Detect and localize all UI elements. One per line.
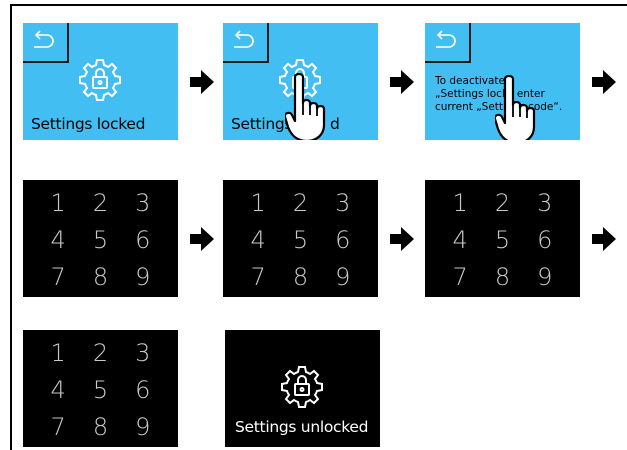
- key-1[interactable]: 1: [452, 188, 468, 217]
- screen-deactivate-instructions: To deactivate „Settings lock“ enter curr…: [425, 23, 580, 140]
- key-5[interactable]: 5: [92, 225, 109, 254]
- right-arrow-icon: [190, 70, 214, 94]
- keypad-screen-1: 1 2 3 4 5 6 7 8 9: [23, 180, 178, 297]
- pointing-hand-icon: [285, 73, 326, 140]
- key-8[interactable]: 8: [292, 262, 309, 291]
- keypad-screen-2: 1 2 3 4 5 6 7 8 9: [223, 180, 378, 297]
- key-4[interactable]: 4: [250, 225, 266, 254]
- key-6[interactable]: 6: [135, 375, 151, 404]
- key-6[interactable]: 6: [335, 225, 351, 254]
- gear-lock-icon: [281, 366, 323, 408]
- key-2[interactable]: 2: [292, 188, 309, 217]
- key-4[interactable]: 4: [50, 225, 66, 254]
- key-5[interactable]: 5: [494, 225, 511, 254]
- settings-label-left: Settings: [231, 115, 293, 133]
- key-3[interactable]: 3: [135, 188, 151, 217]
- settings-locked-label: Settings locked: [31, 115, 146, 133]
- key-1[interactable]: 1: [50, 338, 66, 367]
- key-3[interactable]: 3: [335, 188, 351, 217]
- back-arrow-icon: [234, 30, 254, 48]
- key-9[interactable]: 9: [335, 262, 351, 291]
- frame-top-line: [10, 4, 627, 6]
- key-5[interactable]: 5: [92, 375, 109, 404]
- settings-unlocked-label: Settings unlocked: [235, 418, 369, 436]
- key-9[interactable]: 9: [135, 412, 151, 441]
- back-button[interactable]: [223, 23, 269, 63]
- key-6[interactable]: 6: [537, 225, 553, 254]
- gear-lock-icon: [79, 59, 121, 101]
- key-3[interactable]: 3: [537, 188, 553, 217]
- key-7[interactable]: 7: [50, 412, 66, 441]
- keypad-screen-3: 1 2 3 4 5 6 7 8 9: [425, 180, 580, 297]
- back-button[interactable]: [23, 23, 69, 63]
- key-8[interactable]: 8: [92, 412, 109, 441]
- key-8[interactable]: 8: [92, 262, 109, 291]
- right-arrow-icon: [390, 227, 414, 251]
- key-3[interactable]: 3: [135, 338, 151, 367]
- key-5[interactable]: 5: [292, 225, 309, 254]
- screen-settings-locked: Settings locked: [23, 23, 178, 140]
- instruction-line-1: To deactivate: [435, 75, 505, 87]
- key-1[interactable]: 1: [50, 188, 66, 217]
- screen-settings-unlocked: Settings unlocked: [225, 330, 380, 447]
- right-arrow-icon: [592, 227, 616, 251]
- key-9[interactable]: 9: [537, 262, 553, 291]
- key-7[interactable]: 7: [50, 262, 66, 291]
- key-9[interactable]: 9: [135, 262, 151, 291]
- keypad-screen-4: 1 2 3 4 5 6 7 8 9: [23, 330, 178, 447]
- pointing-hand-icon: [495, 75, 536, 140]
- frame-left-line: [10, 4, 12, 450]
- key-6[interactable]: 6: [135, 225, 151, 254]
- screen-settings-locked-touch: Settings d: [223, 23, 378, 140]
- key-4[interactable]: 4: [50, 375, 66, 404]
- right-arrow-icon: [592, 70, 616, 94]
- key-7[interactable]: 7: [250, 262, 266, 291]
- key-4[interactable]: 4: [452, 225, 468, 254]
- key-2[interactable]: 2: [92, 188, 109, 217]
- key-1[interactable]: 1: [250, 188, 266, 217]
- settings-label-right: d: [330, 115, 340, 133]
- right-arrow-icon: [390, 70, 414, 94]
- back-button[interactable]: [425, 23, 471, 63]
- right-arrow-icon: [190, 227, 214, 251]
- instruction-line-2: „Settings lock“ enter: [435, 88, 545, 100]
- back-arrow-icon: [436, 30, 456, 48]
- key-7[interactable]: 7: [452, 262, 468, 291]
- back-arrow-icon: [34, 30, 54, 48]
- key-2[interactable]: 2: [494, 188, 511, 217]
- key-8[interactable]: 8: [494, 262, 511, 291]
- key-2[interactable]: 2: [92, 338, 109, 367]
